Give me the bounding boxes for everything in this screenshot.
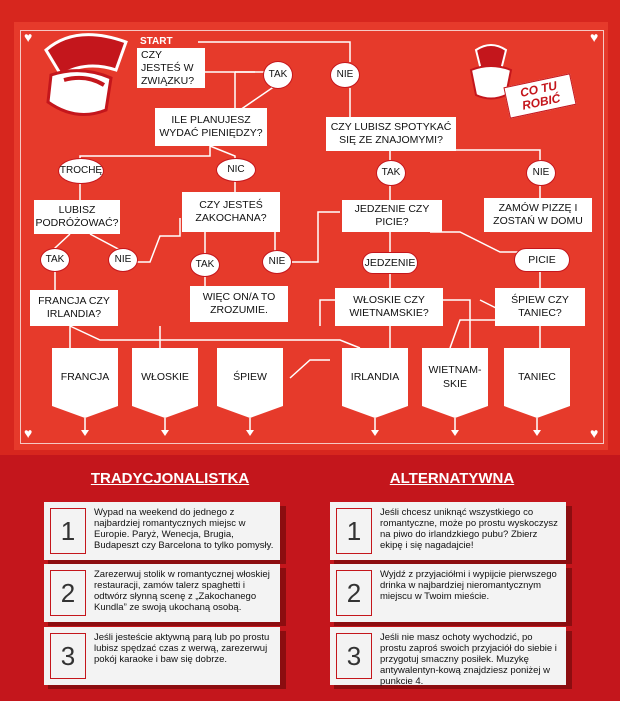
question-czy-jestes: CZY JESTEŚ W ZWIĄZKU? — [137, 48, 205, 88]
result-taniec: TANIEC — [504, 348, 570, 418]
answer-tak: TAK — [40, 248, 70, 272]
result-irlandia: IRLANDIA — [342, 348, 408, 418]
tip-text: Jeśli nie masz ochoty wychodzić, po pros… — [380, 632, 557, 687]
tip-text: Jeśli jesteście aktywną parą lub po pros… — [94, 632, 270, 665]
result-label: ŚPIEW — [233, 371, 267, 383]
heart-icon: ♥ — [24, 29, 33, 45]
question-wloskie-czy: WŁOSKIE CZY WIETNAMSKIE? — [335, 288, 443, 326]
result-zamow-pizze: ZAMÓW PIZZĘ I ZOSTAŃ W DOMU — [484, 198, 592, 232]
result-label: WŁOSKIE — [141, 371, 189, 383]
heading-alternatywna: ALTERNATYWNA — [389, 470, 515, 487]
tip-card: 2 Wyjdź z przyjaciółmi i wypijcie pierws… — [330, 564, 566, 622]
answer-nie: NIE — [262, 250, 292, 274]
question-czy-lubisz: CZY LUBISZ SPOTYKAĆ SIĘ ZE ZNAJOMYMI? — [326, 117, 456, 151]
result-label: IRLANDIA — [350, 371, 400, 383]
question-ile-planujesz: ILE PLANUJESZ WYDAĆ PIENIĘDZY? — [155, 108, 267, 146]
tip-text: Zarezerwuj stolik w romantycznej włoskie… — [94, 569, 270, 613]
answer-tak: TAK — [190, 253, 220, 277]
tip-text: Wyjdź z przyjaciółmi i wypijcie pierwsze… — [380, 569, 557, 602]
panel-frame — [20, 30, 604, 444]
answer-nie: NIE — [330, 62, 360, 88]
question-francja-czy-irlandia: FRANCJA CZY IRLANDIA? — [30, 290, 118, 326]
result-francja: FRANCJA — [52, 348, 118, 418]
result-label: WIETNAM-SKIE — [428, 364, 482, 390]
result-label: TANIEC — [518, 371, 556, 383]
tip-card: 1 Wypad na weekend do jednego z najbardz… — [44, 502, 280, 560]
result-wiec-ona: WIĘC ON/A TO ZROZUMIE. — [190, 286, 288, 322]
tip-number: 2 — [336, 570, 372, 616]
question-lubisz-podrozowac: LUBISZ PODRÓŻOWAĆ? — [34, 200, 120, 234]
result-wloskie: WŁOSKIE — [132, 348, 198, 418]
result-label: FRANCJA — [60, 371, 110, 383]
tip-number: 1 — [50, 508, 86, 554]
answer-nie: NIE — [108, 248, 138, 272]
heart-icon: ♥ — [24, 425, 33, 441]
answer-nic: NIC — [216, 158, 256, 182]
connector-line — [205, 71, 236, 108]
rose-icon — [469, 44, 513, 100]
rose-icon — [44, 33, 128, 116]
question-spiew-czy-taniec: ŚPIEW CZY TANIEC? — [495, 288, 585, 326]
answer-tak: TAK — [263, 61, 293, 89]
answer-tak: TAK — [376, 160, 406, 186]
tip-number: 2 — [50, 570, 86, 616]
tip-card: 1 Jeśli chcesz uniknąć wszystkiego co ro… — [330, 502, 566, 560]
heart-icon: ♥ — [590, 29, 599, 45]
answer-jedzenie: JEDZENIE — [362, 252, 418, 274]
tip-card: 2 Zarezerwuj stolik w romantycznej włosk… — [44, 564, 280, 622]
tip-number: 1 — [336, 508, 372, 554]
tip-text: Wypad na weekend do jednego z najbardzie… — [94, 507, 274, 551]
tip-number: 3 — [50, 633, 86, 679]
start-label: START — [140, 36, 173, 47]
question-czy-zakochana: CZY JESTEŚ ZAKOCHANA? — [182, 192, 280, 232]
tip-card: 3 Jeśli jesteście aktywną parą lub po pr… — [44, 627, 280, 685]
heading-tradycjonalistka: TRADYCJONALISTKA — [90, 470, 250, 487]
answer-nie: NIE — [526, 160, 556, 186]
heart-icon: ♥ — [590, 425, 599, 441]
result-wietnamskie: WIETNAM-SKIE — [422, 348, 488, 418]
answer-picie: PICIE — [514, 248, 570, 272]
tip-text: Jeśli chcesz uniknąć wszystkiego co roma… — [380, 507, 558, 551]
tip-card: 3 Jeśli nie masz ochoty wychodzić, po pr… — [330, 627, 566, 687]
answer-troche: TROCHĘ — [58, 158, 104, 184]
tip-number: 3 — [336, 633, 372, 679]
result-spiew: ŚPIEW — [217, 348, 283, 418]
question-jedzenie-czy-picie: JEDZENIE CZY PICIE? — [342, 200, 442, 232]
